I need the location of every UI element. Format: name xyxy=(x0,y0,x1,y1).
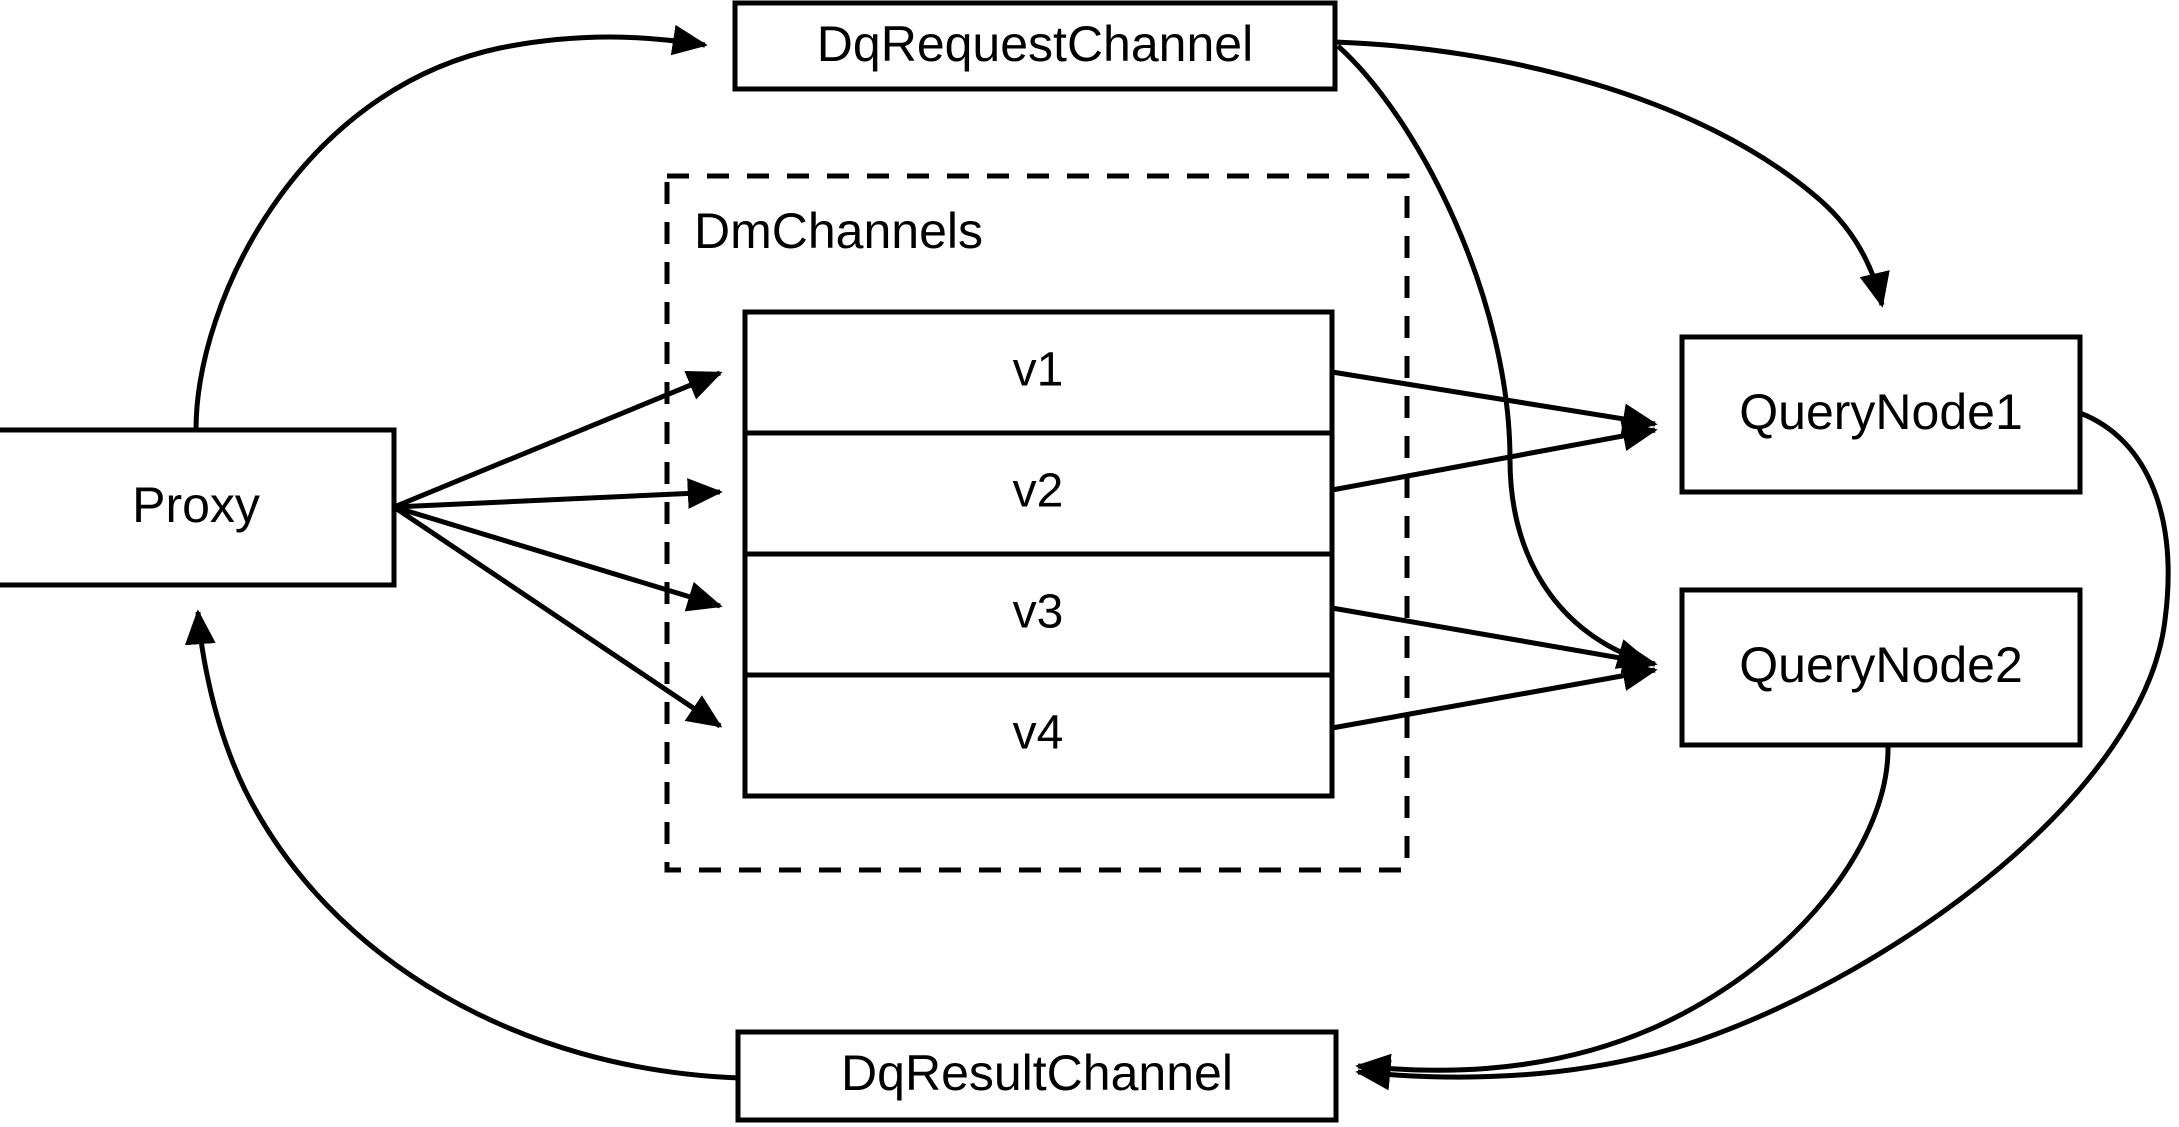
node-query-node-1-label: QueryNode1 xyxy=(1739,384,2023,440)
edge-querynode2-to-dqresultchannel xyxy=(1355,744,1891,1085)
node-query-node-2[interactable] xyxy=(1679,587,2083,748)
edge-proxy-to-v4 xyxy=(392,504,723,729)
edge-v4-to-querynode2 xyxy=(1331,660,1658,731)
edge-proxy-to-v1 xyxy=(393,370,723,510)
channel-row-v1-label: v1 xyxy=(1013,344,1064,397)
node-dq-request-channel-label: DqRequestChannel xyxy=(817,16,1253,72)
edge-proxy-to-v2 xyxy=(393,478,723,510)
edge-v3-to-querynode2 xyxy=(1331,605,1658,674)
edge-dqrequestchannel-to-querynode2 xyxy=(1336,44,1653,669)
channel-row-v4-label: v4 xyxy=(1013,707,1064,760)
channel-row-v2-label: v2 xyxy=(1013,465,1064,518)
node-dq-result-channel-label: DqResultChannel xyxy=(841,1045,1233,1101)
edge-dqresultchannel-to-proxy xyxy=(184,609,741,1081)
edge-v2-to-querynode1 xyxy=(1331,420,1658,493)
dmchannels-group-box xyxy=(664,173,1410,873)
edge-querynode1-to-dqresultchannel xyxy=(1355,410,2171,1091)
edge-v1-to-querynode1 xyxy=(1331,369,1658,435)
node-query-node-1[interactable] xyxy=(1679,334,2083,495)
edge-proxy-to-v3 xyxy=(393,504,723,612)
node-proxy[interactable] xyxy=(0,427,397,588)
dmchannels-group-label: DmChannels xyxy=(694,203,983,259)
node-query-node-2-label: QueryNode2 xyxy=(1739,637,2023,693)
edge-dqrequestchannel-to-querynode1 xyxy=(1334,39,1890,308)
channel-row-v3-label: v3 xyxy=(1013,586,1064,639)
edge-proxy-to-dqrequestchannel xyxy=(193,24,708,431)
node-proxy-label: Proxy xyxy=(132,477,260,533)
node-dq-result-channel[interactable] xyxy=(735,1029,1339,1123)
node-dq-request-channel[interactable] xyxy=(732,0,1338,92)
